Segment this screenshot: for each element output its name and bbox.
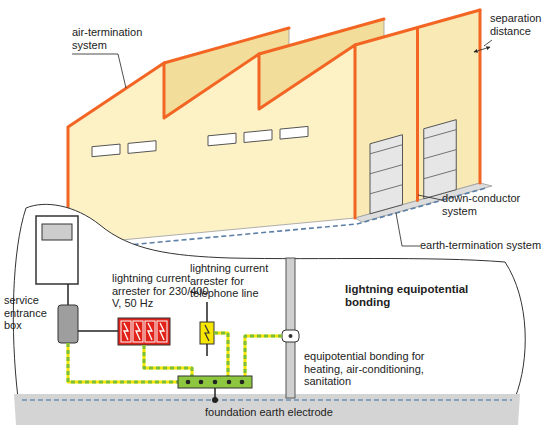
component-label: foundation earth electrode (205, 406, 365, 419)
door (424, 120, 457, 199)
door-panels (370, 130, 456, 194)
foundation-earth-electrode (22, 399, 512, 401)
equipotential-busbar (178, 376, 252, 388)
down-conductor (418, 10, 481, 201)
bonding-conductor-base (68, 333, 282, 382)
leader-line (418, 195, 442, 200)
component-label: equipotential bonding for heating, air-c… (304, 350, 444, 388)
telephone-arrester (200, 322, 214, 344)
clamp-bolt (289, 334, 293, 338)
section-heading: lightning equipotential bonding (345, 283, 477, 309)
earth-connection-point (212, 397, 218, 403)
leader-lines (72, 40, 492, 246)
pipe-clamp (282, 330, 299, 342)
callout-label: earth-termination system (420, 239, 555, 252)
windows (92, 126, 308, 156)
lightning-bolt-symbol (205, 325, 209, 341)
factory-building (68, 10, 492, 245)
window (208, 133, 236, 146)
leader-line (484, 40, 492, 46)
terminal (199, 380, 204, 385)
supply-wire (78, 330, 118, 332)
window (128, 141, 156, 154)
leader-line (396, 213, 420, 246)
service-pipe (286, 258, 295, 398)
window (280, 126, 308, 139)
busbar-terminals (186, 380, 245, 385)
terminal (186, 380, 191, 385)
separation-dimension (474, 47, 490, 52)
bonding-conductors (68, 333, 282, 382)
terminal (227, 380, 232, 385)
lightning-protection-conductors (68, 10, 480, 245)
meter-display (42, 224, 72, 240)
lightning-bolt-symbol (124, 323, 164, 340)
bonding-conductor-stripe (68, 333, 282, 382)
cutaway-outline (13, 204, 525, 398)
front-wall (68, 45, 355, 245)
component-label: service entrance box (4, 294, 56, 332)
component-label: lightning current arrester for telephone… (190, 262, 282, 300)
supply-wire (67, 284, 69, 305)
lightning-current-arrester (118, 318, 170, 345)
window (92, 144, 120, 157)
callout-label: separation distance (490, 12, 552, 37)
leader-line (72, 54, 126, 88)
main-fuse (58, 305, 78, 343)
terminal (213, 380, 218, 385)
callout-label: air-termination system (72, 26, 152, 51)
air-termination-conductor (68, 45, 355, 245)
callout-label: down-conductor system (442, 192, 534, 217)
service-entrance-box (36, 216, 78, 284)
door (370, 135, 403, 214)
ridge-conductor (164, 10, 480, 63)
ground-band (14, 394, 520, 425)
arrester-modules (121, 321, 167, 342)
terminal (240, 380, 245, 385)
window (244, 130, 272, 143)
